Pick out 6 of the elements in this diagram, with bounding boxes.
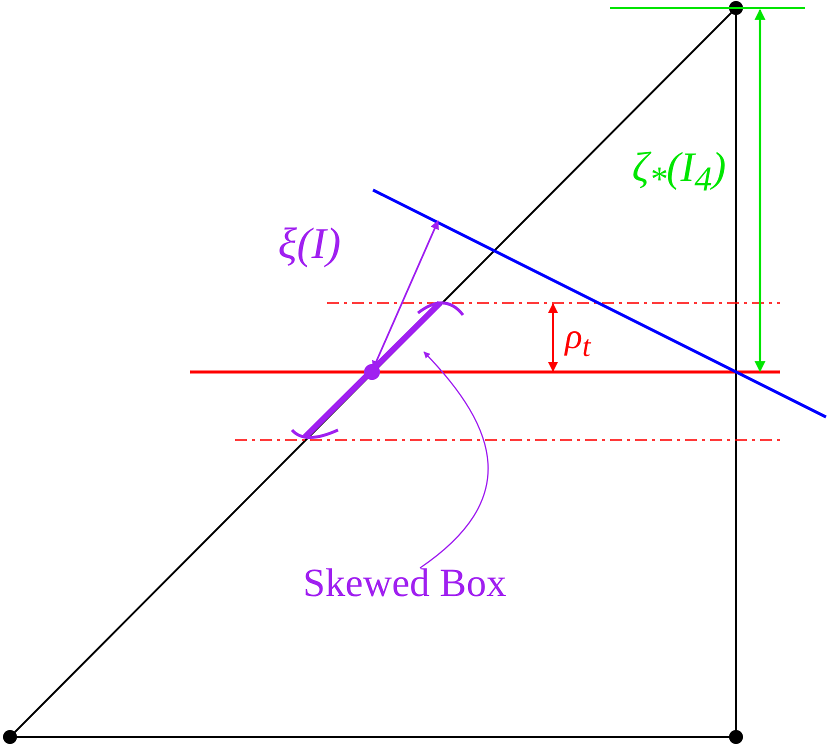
leader-line xyxy=(420,352,489,569)
box-label: Skewed Box xyxy=(303,560,506,605)
math-label: ξ(I) xyxy=(278,222,341,266)
skewed-box-segment xyxy=(290,300,464,440)
math-label: ζ$_{*}$(I$_{4}$) xyxy=(632,147,726,196)
math-label: ρ$_{t}$ xyxy=(565,318,591,362)
